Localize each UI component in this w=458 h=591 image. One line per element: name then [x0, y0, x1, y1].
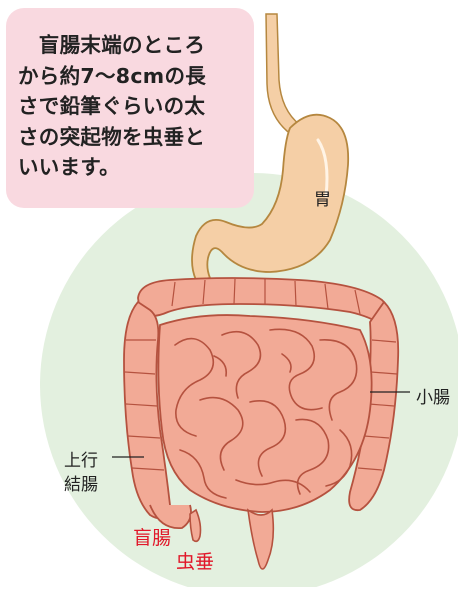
cecum-label: 盲腸	[133, 523, 171, 550]
callout-line: 盲腸末端のところ	[18, 30, 244, 61]
ascending-colon-label-line2: 結腸	[64, 470, 98, 495]
small-intestine-label: 小腸	[416, 383, 450, 408]
callout-line: さで鉛筆ぐらいの太	[18, 91, 244, 122]
callout-line: さの突起物を虫垂と	[18, 122, 244, 153]
callout-line: いいます。	[18, 152, 244, 183]
esophagus	[266, 14, 300, 135]
stomach-label: 胃	[314, 185, 331, 210]
callout-line: から約7〜8cmの長	[18, 61, 244, 92]
explanation-callout: 盲腸末端のところ から約7〜8cmの長 さで鉛筆ぐらいの太 さの突起物を虫垂と …	[6, 8, 254, 208]
appendix-label: 虫垂	[176, 547, 214, 574]
ascending-colon-label-line1: 上行	[64, 446, 98, 471]
